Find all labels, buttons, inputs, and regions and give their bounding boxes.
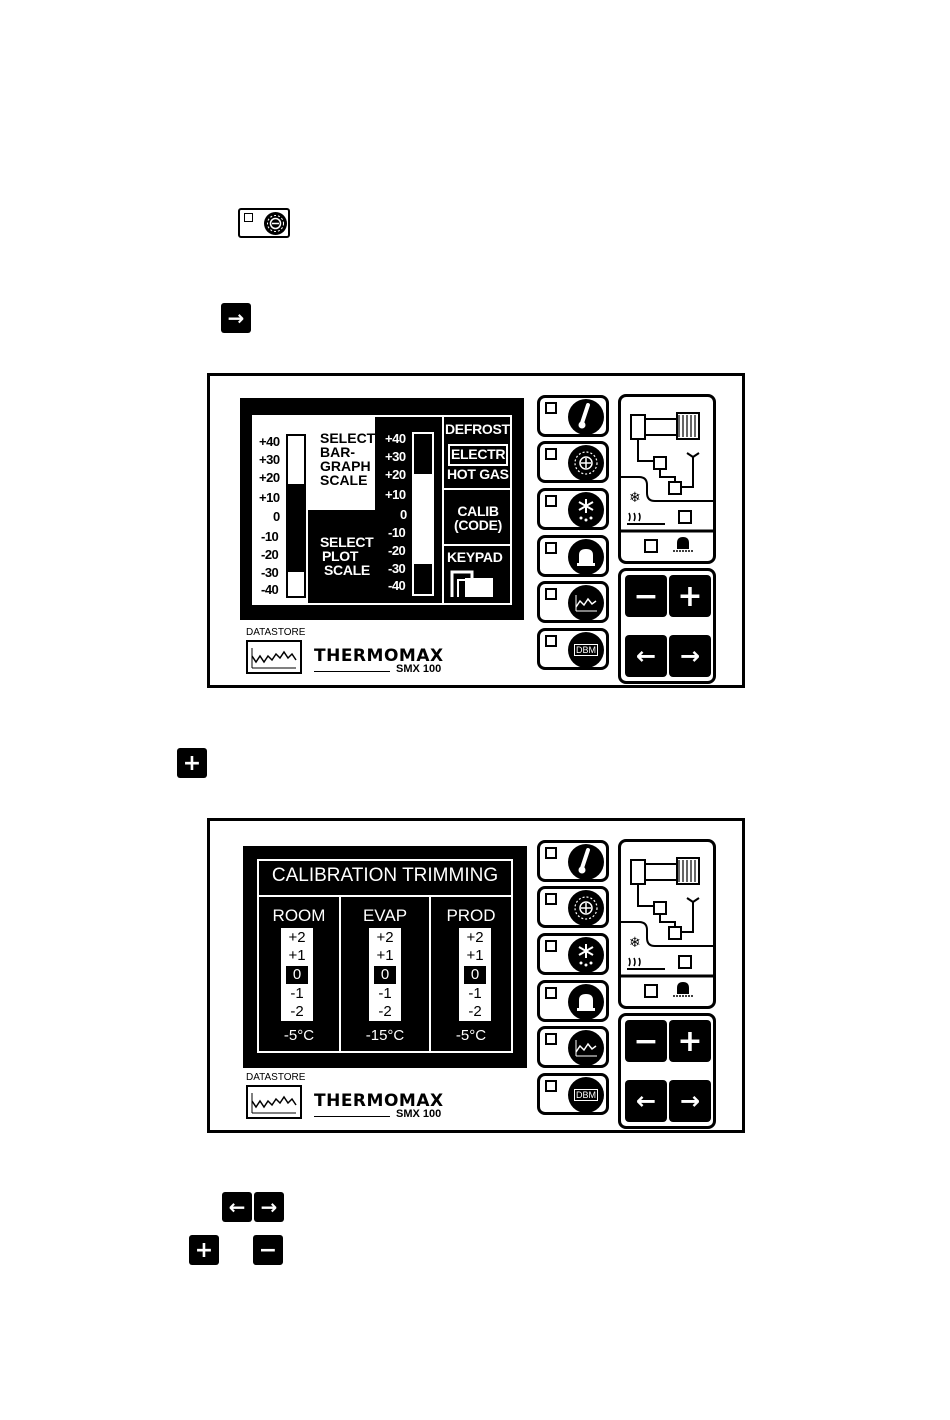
keypad-icon <box>450 570 496 598</box>
minus-key[interactable]: − <box>253 1235 283 1265</box>
right-arrow-key-2[interactable]: → <box>254 1192 284 1222</box>
svg-text:❄: ❄ <box>629 935 641 951</box>
thermometer-icon <box>568 399 604 435</box>
prod-trim-list[interactable]: +2 +1 0 -1 -2 <box>459 928 491 1021</box>
snowflake-button[interactable] <box>537 488 609 530</box>
fan-icon <box>568 445 604 481</box>
plus-key-2[interactable]: + <box>189 1235 219 1265</box>
dbm-icon-2: DBM <box>568 1077 604 1113</box>
room-column-label: ROOM <box>272 906 326 925</box>
model-name-2: SMX 100 <box>396 1108 442 1120</box>
snowflake-icon <box>568 492 604 528</box>
right-bar-graph <box>412 432 434 596</box>
left-button[interactable]: ← <box>625 635 667 677</box>
room-trim-list[interactable]: +2 +1 0 -1 -2 <box>281 928 313 1021</box>
graph-icon <box>568 585 604 621</box>
fan-button[interactable] <box>537 441 609 483</box>
navigation-keypad-2: − + ← → <box>618 1013 716 1129</box>
brand-name-2: THERMOMAX <box>314 1091 444 1111</box>
controller-panel-1: +40 +30 +20 +10 0 -10 -20 -30 -40 SELECT… <box>207 373 745 688</box>
thermometer-icon-2 <box>568 844 604 880</box>
left-arrow-key[interactable]: ← <box>222 1192 252 1222</box>
right-arrow-key[interactable]: → <box>221 303 251 333</box>
fan-button-2[interactable] <box>537 886 609 928</box>
right-button[interactable]: → <box>669 635 711 677</box>
room-reading: -5°C <box>283 1027 315 1044</box>
plus-button-2[interactable]: + <box>669 1020 711 1062</box>
dbm-icon: DBM <box>568 632 604 668</box>
alarm-button-2[interactable] <box>537 980 609 1022</box>
fan-icon-2 <box>568 890 604 926</box>
left-bar-graph <box>286 434 306 598</box>
calibration-title: CALIBRATION TRIMMING <box>271 865 499 886</box>
alarm-button[interactable] <box>537 535 609 577</box>
graph-button-2[interactable] <box>537 1026 609 1068</box>
defrost-title: DEFROST <box>445 421 510 437</box>
graph-button[interactable] <box>537 581 609 623</box>
bar-graph-label: SELECT BAR- GRAPH SCALE <box>320 430 376 488</box>
alarm-bell-icon <box>568 539 604 575</box>
thermometer-button[interactable] <box>537 395 609 437</box>
plot-scale-label: SELECT PLOT SCALE <box>320 534 374 578</box>
thermometer-button-2[interactable] <box>537 840 609 882</box>
evap-reading: -15°C <box>365 1027 405 1044</box>
datastore-graph-icon[interactable] <box>246 640 302 674</box>
brand-name: THERMOMAX <box>314 646 444 666</box>
navigation-keypad: − + ← → <box>618 568 716 684</box>
alarm-bell-icon-2 <box>568 984 604 1020</box>
prod-column-label: PROD <box>446 906 496 925</box>
plus-key[interactable]: + <box>177 748 207 778</box>
controller-panel-2: CALIBRATION TRIMMING ROOM +2 +1 0 -1 -2 … <box>207 818 745 1133</box>
defrost-option-hot-gas[interactable]: HOT GAS <box>447 466 509 482</box>
refrigeration-diagram: ❄ <box>618 394 716 564</box>
setup-key-icon[interactable] <box>238 208 290 238</box>
graph-icon-2 <box>568 1030 604 1066</box>
dbm-button-2[interactable]: DBM <box>537 1073 609 1115</box>
snowflake-button-2[interactable] <box>537 933 609 975</box>
evap-trim-list[interactable]: +2 +1 0 -1 -2 <box>369 928 401 1021</box>
datastore-label: DATASTORE <box>246 627 306 638</box>
calib-code-label: CALIB (CODE) <box>454 503 502 533</box>
model-name: SMX 100 <box>396 663 442 675</box>
snowflake-icon-2 <box>568 937 604 973</box>
refrigeration-diagram-2: ❄ <box>618 839 716 1009</box>
svg-text:❄: ❄ <box>629 490 641 506</box>
prod-reading: -5°C <box>455 1027 487 1044</box>
display-screen: +40 +30 +20 +10 0 -10 -20 -30 -40 SELECT… <box>240 398 524 620</box>
minus-button-2[interactable]: − <box>625 1020 667 1062</box>
dbm-button[interactable]: DBM <box>537 628 609 670</box>
keypad-label: KEYPAD <box>447 549 503 565</box>
calibration-screen: CALIBRATION TRIMMING ROOM +2 +1 0 -1 -2 … <box>243 846 527 1068</box>
defrost-option-electr[interactable]: ELECTR <box>448 444 509 466</box>
datastore-graph-icon-2[interactable] <box>246 1085 302 1119</box>
datastore-label-2: DATASTORE <box>246 1072 306 1083</box>
plus-button[interactable]: + <box>669 575 711 617</box>
right-button-2[interactable]: → <box>669 1080 711 1122</box>
evap-column-label: EVAP <box>362 906 408 925</box>
left-button-2[interactable]: ← <box>625 1080 667 1122</box>
minus-button[interactable]: − <box>625 575 667 617</box>
